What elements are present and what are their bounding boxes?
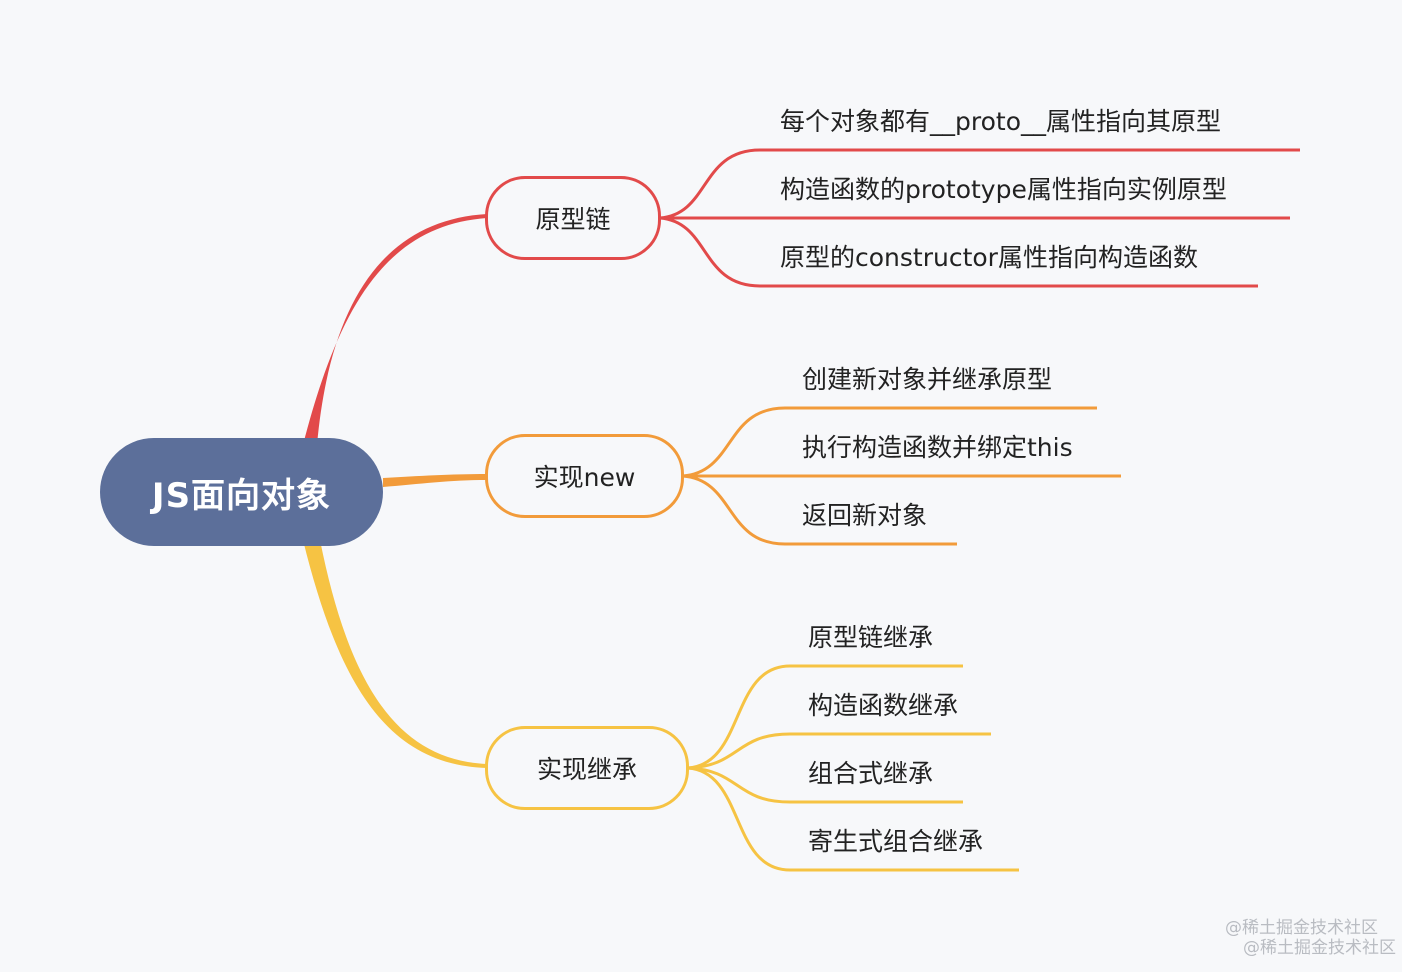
branch-label: 原型链	[535, 205, 611, 234]
leaf-label[interactable]: 返回新对象	[802, 501, 928, 530]
leaf-label[interactable]: 每个对象都有__proto__属性指向其原型	[780, 107, 1221, 136]
leaf-label[interactable]: 寄生式组合继承	[808, 827, 984, 856]
leaf-label[interactable]: 组合式继承	[808, 759, 934, 788]
leaf-label[interactable]: 原型的constructor属性指向构造函数	[780, 243, 1198, 272]
connector-root-branch-2	[383, 474, 487, 487]
watermark: @稀土掘金技术社区	[1225, 918, 1378, 938]
connector-root-branch-3	[303, 540, 487, 768]
connector-branch-2-leaf-3	[682, 474, 957, 546]
branch-node-implement-new[interactable]: 实现new	[485, 434, 684, 518]
connector-branch-1-leaf-3	[659, 216, 1258, 288]
connector-branch-3-leaf-3	[687, 766, 963, 804]
connector-branch-2-leaf-1	[682, 406, 1097, 478]
connector-branch-3-leaf-1	[687, 664, 963, 770]
leaf-label[interactable]: 原型链继承	[808, 623, 934, 652]
connector-root-branch-1	[303, 214, 487, 445]
root-node[interactable]: JS面向对象	[100, 438, 383, 546]
branch-label: 实现继承	[536, 755, 637, 784]
connector-branch-1-leaf-1	[659, 148, 1300, 220]
branch-node-implement-inheritance[interactable]: 实现继承	[485, 726, 689, 810]
leaf-label[interactable]: 执行构造函数并绑定this	[802, 433, 1073, 462]
watermark: @稀土掘金技术社区	[1243, 938, 1396, 958]
branch-node-prototype-chain[interactable]: 原型链	[485, 176, 661, 260]
connector-branch-3-leaf-4	[687, 766, 1019, 872]
leaf-label[interactable]: 创建新对象并继承原型	[802, 365, 1053, 394]
leaf-label[interactable]: 构造函数的prototype属性指向实例原型	[780, 175, 1227, 204]
root-label: JS面向对象	[151, 475, 332, 516]
connector-branch-3-leaf-2	[687, 732, 991, 770]
branch-label: 实现new	[533, 463, 636, 492]
leaf-label[interactable]: 构造函数继承	[808, 691, 959, 720]
